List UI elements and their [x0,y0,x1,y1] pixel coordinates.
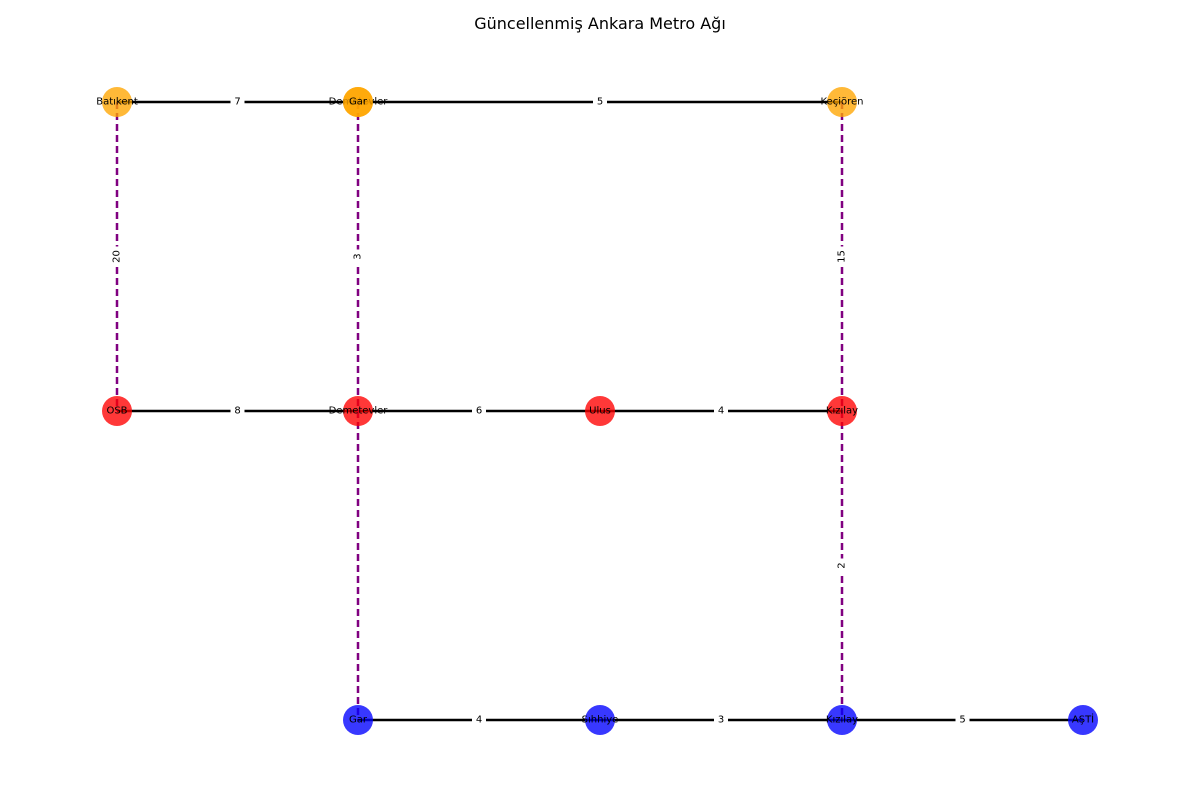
station-marker[interactable] [827,396,857,426]
edge-weight-osb-demetevler_r: 8 [230,404,245,418]
edge-weight-background [472,713,486,727]
station-label: AŞTİ [1072,713,1094,726]
edge-weight-label: 4 [476,715,482,726]
station-marker[interactable] [102,396,132,426]
station-label: Sıhhiye [582,715,619,726]
edge-weight-demetevler_r-ulus: 6 [472,404,486,418]
edge-weight-background [351,249,365,264]
edge-weight-sihhiye-kizilay_b: 3 [714,713,728,727]
station-kizilay_r[interactable]: Kızılay [826,396,858,426]
edge-weight-label: 5 [597,97,603,108]
connections-layer: 7 5 8 6 4 4 3 5 20 3 15 2 [110,95,1083,727]
edge-weight-gar_b-sihhiye: 4 [472,713,486,727]
station-label: Kızılay [826,715,858,726]
station-marker[interactable] [585,705,615,735]
station-osb[interactable]: OSB [102,396,132,426]
station-kizilay_b[interactable]: Kızılay [826,705,858,735]
edge-weight-background [472,404,486,418]
station-demetevler_r[interactable]: Demetevler [329,396,389,426]
station-marker[interactable] [1068,705,1098,735]
edge-weight-background [230,404,245,418]
station-asti[interactable]: AŞTİ [1068,705,1098,735]
station-label: Kızılay [826,406,858,417]
edge-weight-kecioren-kizilay_r: 15 [835,246,849,267]
station-label: Demetevler [329,406,389,417]
edge-weight-batikent-osb: 20 [110,246,124,267]
station-marker[interactable] [343,396,373,426]
edge-weight-batikent-demetevler_o: 7 [230,95,245,109]
station-label: Batıkent [96,97,138,108]
station-marker[interactable] [102,87,132,117]
edge-weight-background [955,713,970,727]
edge-weight-ulus-kizilay_r: 4 [714,404,728,418]
edge-weight-label: 5 [959,715,965,726]
edge-weight-background [230,95,245,109]
edge-weight-background [835,246,849,267]
edge-weight-label: 20 [112,250,123,263]
station-marker[interactable] [827,87,857,117]
station-marker[interactable] [585,396,615,426]
edge-weight-background [714,404,728,418]
station-label: Ulus [589,406,611,417]
edge-weight-background [714,713,728,727]
station-kecioren[interactable]: Keçiören [821,87,864,117]
edge-weight-background [835,558,849,573]
station-sihhiye[interactable]: Sıhhiye [582,705,619,735]
edge-weight-label: 15 [837,250,848,263]
station-marker[interactable] [343,705,373,735]
edge-weight-demetevler_o-demetevler_r: 3 [351,249,365,264]
station-marker[interactable] [343,87,373,117]
edge-weight-demetevler_o-kecioren: 5 [593,95,607,109]
station-marker[interactable] [827,705,857,735]
edge-weight-background [110,246,124,267]
diagram-title: Güncellenmiş Ankara Metro Ağı [474,14,726,33]
station-batikent[interactable]: Batıkent [96,87,138,117]
edge-weight-label: 6 [476,406,482,417]
station-gar_o[interactable]: Gar [343,87,373,117]
edge-weight-label: 2 [837,562,848,568]
edge-weight-label: 7 [234,97,240,108]
station-label: Keçiören [821,97,864,108]
station-label: Gar [349,715,368,726]
edge-weight-kizilay_r-kizilay_b: 2 [835,558,849,573]
station-label: OSB [106,406,127,417]
station-ulus[interactable]: Ulus [585,396,615,426]
stations-layer: BatıkentDemetevlerGarKeçiörenOSBDemetevl… [96,87,1098,735]
station-gar_b[interactable]: Gar [343,705,373,735]
edge-weight-label: 3 [718,715,724,726]
edge-weight-label: 3 [353,253,364,259]
edge-weight-label: 8 [234,406,240,417]
edge-weight-label: 4 [718,406,724,417]
station-label: Gar [349,97,368,108]
edge-weight-background [593,95,607,109]
edge-weight-kizilay_b-asti: 5 [955,713,970,727]
